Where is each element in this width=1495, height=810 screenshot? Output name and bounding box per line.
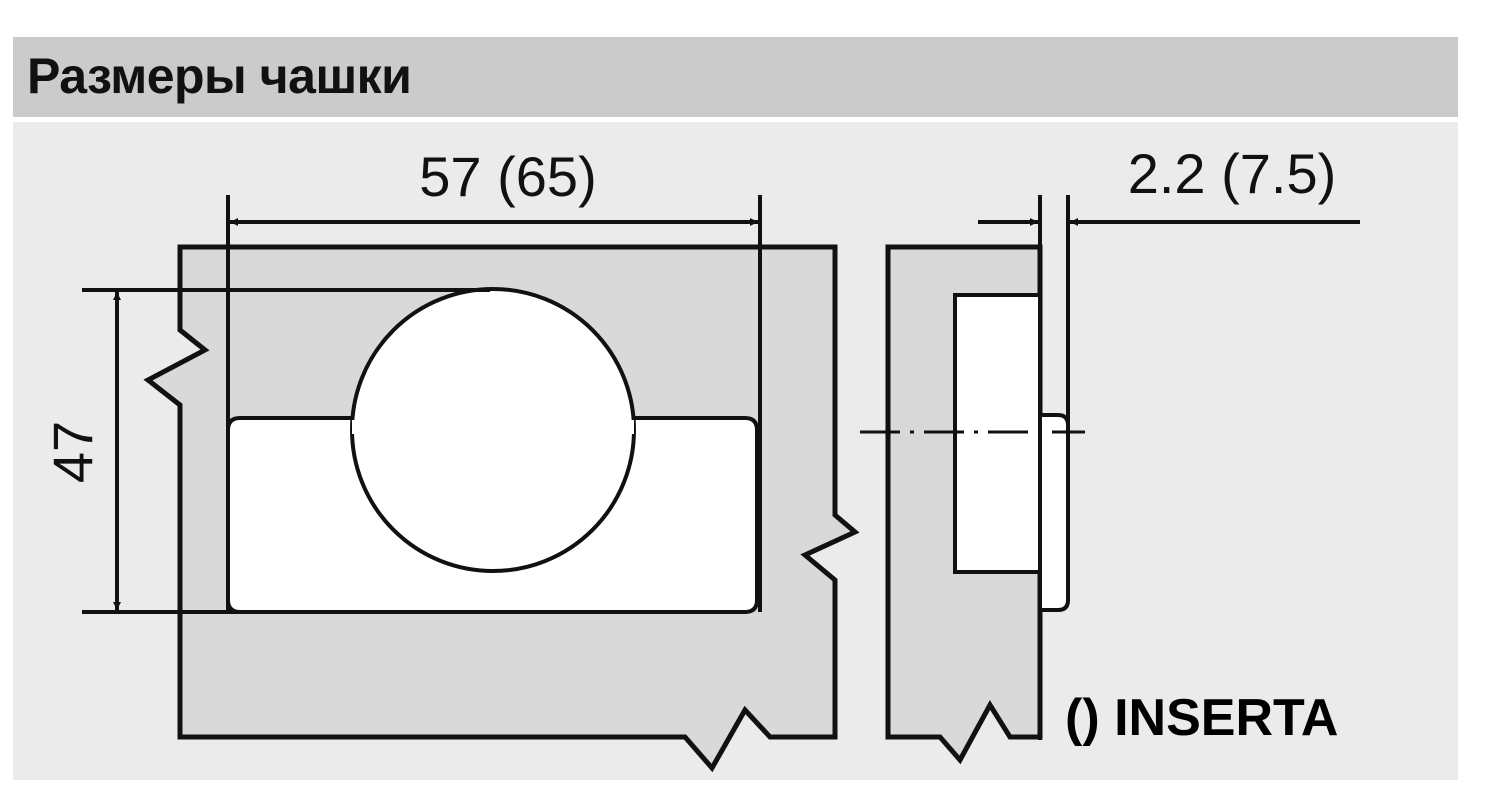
header-bar: Размеры чашки xyxy=(13,37,1458,117)
page-title: Размеры чашки xyxy=(27,48,412,104)
depth-label: 2.2 (7.5) xyxy=(1128,142,1337,205)
hinge-flange xyxy=(1040,413,1070,612)
inserta-legend: () INSERTA xyxy=(1065,689,1338,747)
height-label: 47 xyxy=(41,421,104,483)
width-label: 57 (65) xyxy=(419,145,596,208)
